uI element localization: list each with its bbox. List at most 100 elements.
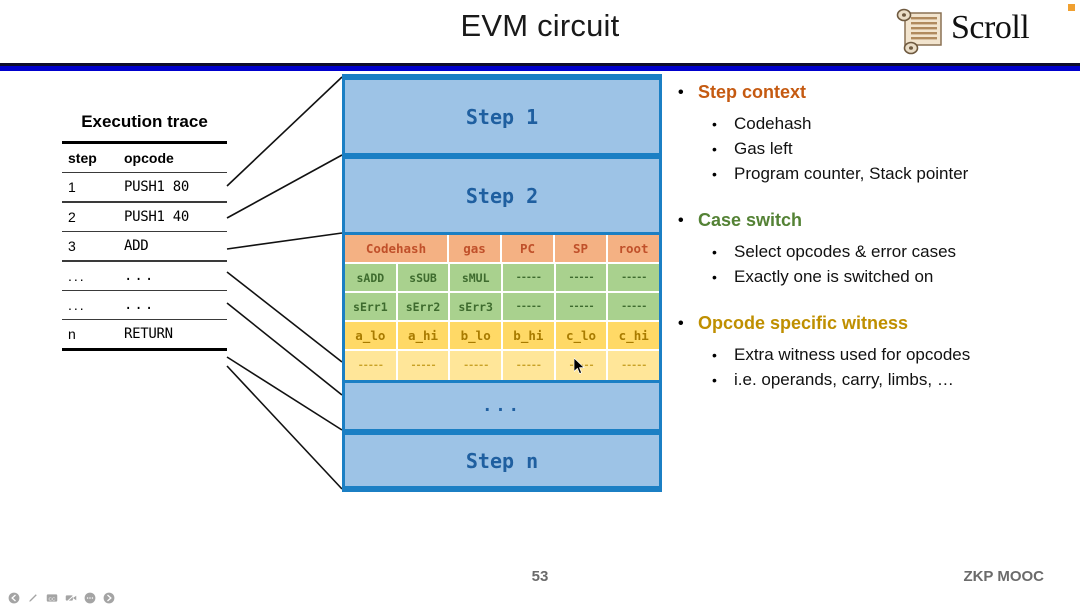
- grid-cell: -----: [345, 351, 398, 380]
- bullet-heading-row: • Opcode specific witness: [678, 313, 1073, 335]
- bullet-heading-row: • Step context: [678, 82, 1073, 104]
- list-item-label: Exactly one is switched on: [734, 267, 934, 286]
- grid-row-selectors-2: sErr1 sErr2 sErr3 ----- ----- -----: [345, 293, 660, 322]
- bullet-glyph-icon: •: [678, 84, 684, 101]
- bullet-glyph-icon: •: [712, 244, 717, 260]
- step-box-1: Step 1: [345, 77, 659, 156]
- bullet-heading: Opcode specific witness: [698, 313, 909, 333]
- grid-cell: sSUB: [397, 264, 451, 293]
- list-item-label: Codehash: [734, 114, 812, 133]
- more-options-icon[interactable]: [84, 592, 96, 604]
- step-box-2: Step 2: [345, 156, 659, 235]
- bullet-panel: • Step context • Codehash • Gas left • P…: [678, 82, 1073, 416]
- grid-cell: -----: [450, 351, 504, 380]
- trace-opcode: PUSH1 80: [124, 179, 190, 196]
- trace-title: Execution trace: [81, 112, 208, 131]
- trace-opcode: RETURN: [124, 326, 173, 343]
- forward-arrow-icon[interactable]: [103, 592, 115, 604]
- trace-header-row: step opcode: [62, 144, 227, 172]
- logo-wordmark: Scroll: [951, 9, 1030, 46]
- grid-header-gas: gas: [449, 235, 502, 264]
- step-box-n: Step n: [345, 432, 659, 489]
- grid-header-sp: SP: [555, 235, 608, 264]
- trace-rule: [62, 318, 227, 321]
- camera-off-icon[interactable]: [65, 592, 77, 604]
- grid-cell: -----: [555, 293, 609, 322]
- bullet-glyph-icon: •: [712, 269, 717, 285]
- grid-cell: c_hi: [608, 322, 660, 351]
- step-box-ellipsis: ...: [345, 380, 659, 432]
- grid-cell: sADD: [345, 264, 398, 293]
- grid-header-codehash: Codehash: [345, 235, 449, 264]
- player-control-bar[interactable]: CC: [8, 592, 115, 604]
- bullet-glyph-icon: •: [712, 347, 717, 363]
- list-item-label: Program counter, Stack pointer: [734, 164, 969, 183]
- grid-cell: sErr3: [450, 293, 504, 322]
- grid-cell: -----: [503, 293, 556, 322]
- scroll-logo: Scroll: [893, 5, 1073, 57]
- trace-step: 2: [68, 208, 76, 225]
- list-item: • Extra witness used for opcodes: [712, 343, 1073, 367]
- bullet-heading-row: • Case switch: [678, 210, 1073, 232]
- list-item: • Gas left: [712, 137, 1073, 161]
- list-item: • Program counter, Stack pointer: [712, 162, 1073, 186]
- grid-cell: -----: [608, 293, 660, 322]
- trace-col-step: step: [68, 150, 97, 166]
- trace-opcode: ...: [124, 267, 156, 284]
- title-rule-dark: [0, 63, 1080, 66]
- step-witness-grid: Codehash gas PC SP root sADD sSUB sMUL -…: [345, 235, 660, 380]
- bullet-glyph-icon: •: [678, 212, 684, 229]
- grid-cell: sMUL: [450, 264, 504, 293]
- footer-course-label: ZKP MOOC: [963, 568, 1044, 585]
- bullet-group-step-context: • Step context • Codehash • Gas left • P…: [678, 82, 1073, 186]
- scroll-parchment-icon: [896, 8, 942, 55]
- grid-row-witness-1: a_lo a_hi b_lo b_hi c_lo c_hi: [345, 322, 660, 351]
- list-item-label: i.e. operands, carry, limbs, …: [734, 370, 954, 389]
- bullet-glyph-icon: •: [712, 166, 717, 182]
- title-rule-blue: [0, 66, 1080, 71]
- table-row: 2 PUSH1 40: [62, 203, 227, 231]
- list-item: • i.e. operands, carry, limbs, …: [712, 368, 1073, 392]
- bullet-glyph-icon: •: [712, 141, 717, 157]
- grid-cell: b_lo: [450, 322, 504, 351]
- svg-text:CC: CC: [48, 596, 56, 602]
- grid-header-root: root: [608, 235, 659, 264]
- closed-caption-icon[interactable]: CC: [46, 592, 58, 604]
- grid-header-pc: PC: [502, 235, 555, 264]
- list-item: • Codehash: [712, 112, 1073, 136]
- table-row: ... ...: [62, 291, 227, 319]
- trace-rule: [62, 172, 227, 174]
- list-item: • Exactly one is switched on: [712, 265, 1073, 289]
- page-title: EVM circuit: [460, 8, 620, 43]
- grid-row-selectors-1: sADD sSUB sMUL ----- ----- -----: [345, 264, 660, 293]
- grid-cell: -----: [608, 264, 660, 293]
- bullet-glyph-icon: •: [678, 315, 684, 332]
- bullet-group-opcode-witness: • Opcode specific witness • Extra witnes…: [678, 313, 1073, 392]
- trace-rule: [62, 201, 227, 203]
- mouse-cursor: [574, 358, 585, 375]
- trace-step: n: [68, 326, 76, 343]
- trace-step: ...: [68, 267, 86, 284]
- grid-cell: a_hi: [397, 322, 451, 351]
- back-arrow-icon[interactable]: [8, 592, 20, 604]
- table-row: 1 PUSH1 80: [62, 173, 227, 201]
- grid-cell: -----: [555, 264, 609, 293]
- trace-bottom-rule: [62, 348, 227, 352]
- grid-cell: sErr2: [397, 293, 451, 322]
- trace-rule: [62, 260, 227, 262]
- trace-top-rule: [62, 141, 227, 144]
- grid-cell: -----: [397, 351, 451, 380]
- list-item-label: Extra witness used for opcodes: [734, 345, 971, 364]
- trace-rule: [62, 289, 227, 291]
- grid-cell: sErr1: [345, 293, 398, 322]
- bullet-glyph-icon: •: [712, 116, 717, 132]
- list-item: • Select opcodes & error cases: [712, 240, 1073, 264]
- pen-icon[interactable]: [27, 592, 39, 604]
- table-row: 3 ADD: [62, 232, 227, 260]
- trace-step: 1: [68, 179, 76, 196]
- grid-header-row: Codehash gas PC SP root: [345, 235, 659, 264]
- grid-cell: -----: [503, 264, 556, 293]
- grid-cell: a_lo: [345, 322, 398, 351]
- execution-trace-table: Execution trace step opcode 1 PUSH1 80 2…: [62, 112, 227, 352]
- slide-number: 53: [531, 568, 549, 585]
